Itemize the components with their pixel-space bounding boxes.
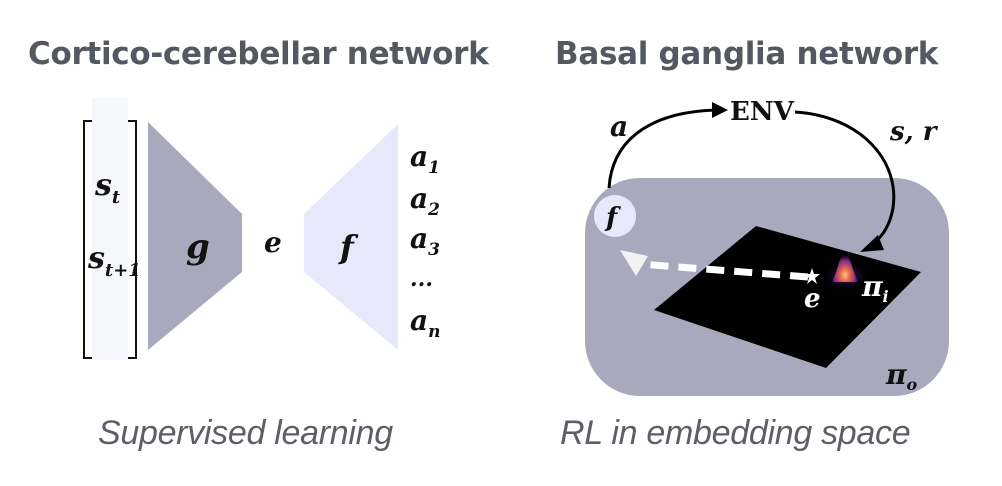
encoder-g [148, 122, 242, 350]
output-a-1: a1 [410, 140, 440, 178]
output-a-3: a3 [410, 222, 440, 260]
decoder-f [304, 124, 398, 350]
dashed-path-arrow [639, 260, 809, 281]
plane-embedding-label: e [804, 284, 821, 314]
embedding-point-star-icon [804, 268, 820, 284]
action-arrowhead-icon [712, 102, 728, 118]
right-bracket [128, 120, 137, 359]
inner-policy-label: πi [861, 270, 889, 306]
output-a-2: a2 [410, 182, 440, 220]
left-panel-title: Cortico-cerebellar network [28, 36, 489, 72]
right-panel-title: Basal ganglia network [555, 36, 939, 72]
left-panel-caption: Supervised learning [98, 414, 393, 452]
output-ellipsis: ... [410, 266, 433, 292]
decoder-label: f [338, 228, 359, 266]
decoder-f-node-label: f [604, 203, 621, 233]
action-label: a [610, 110, 628, 143]
feedback-label: s, r [889, 117, 939, 147]
output-actions: a1 a2 a3 ... an [410, 140, 441, 342]
action-arrow [607, 108, 717, 189]
input-vector-background [92, 98, 128, 360]
input-vector: st st+1 [83, 98, 141, 360]
left-bracket [83, 120, 92, 359]
input-s-t-plus-1: st+1 [87, 241, 141, 281]
policy-peak [832, 247, 858, 282]
dashed-arrowhead-icon [620, 250, 648, 276]
embedding-plane [654, 226, 921, 368]
output-a-n: an [410, 304, 441, 342]
embedding-label: e [264, 226, 282, 259]
input-s-t: st [94, 168, 121, 208]
decoder-f-node [594, 195, 636, 237]
feedback-arrowhead-icon [860, 235, 884, 252]
feedback-arrow [794, 110, 896, 248]
outer-policy-label: πo [885, 358, 918, 394]
encoder-label: g [186, 227, 210, 267]
right-panel-caption: RL in embedding space [560, 414, 911, 452]
env-label: ENV [730, 97, 795, 127]
